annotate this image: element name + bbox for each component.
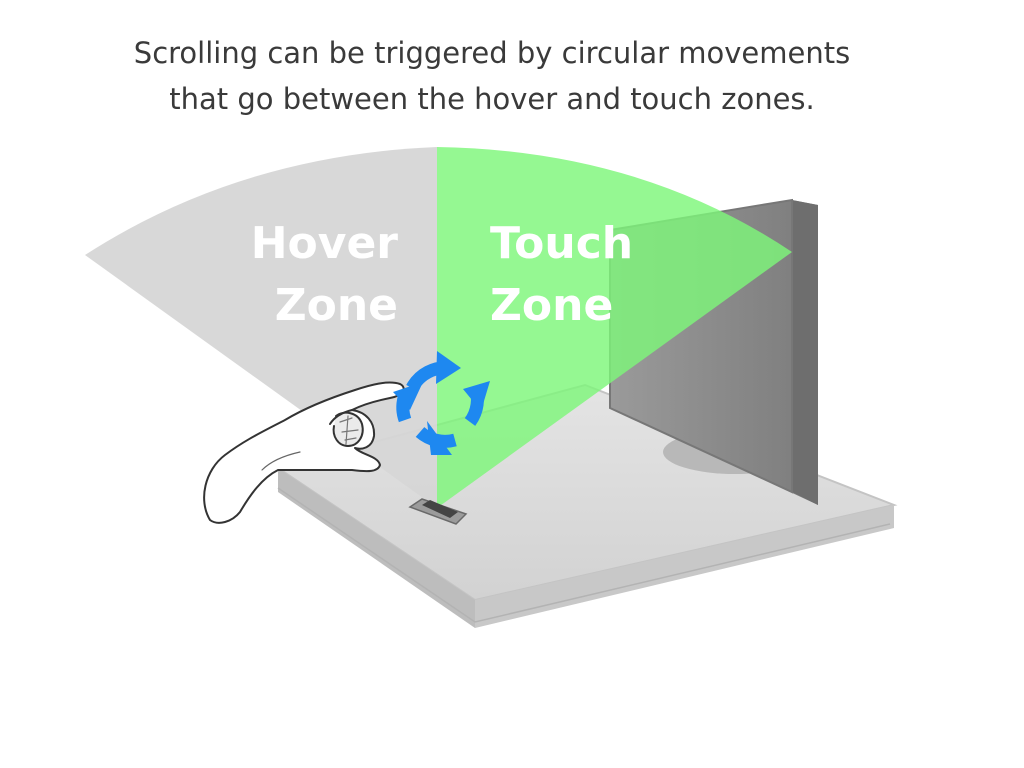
caption-line-1: Scrolling can be triggered by circular m… [133, 36, 851, 70]
hover-zone-label-line-2: Zone [275, 280, 398, 331]
hand-icon [203, 381, 405, 524]
sensor-device-icon [408, 498, 468, 525]
caption-line-2: that go between the hover and touch zone… [169, 82, 815, 116]
touch-zone-label-line-2: Zone [490, 280, 613, 331]
caption: Scrolling can be triggered by circular m… [62, 30, 922, 122]
circular-arrow-heads [393, 351, 490, 455]
touch-zone [437, 147, 792, 508]
hover-zone-label-line-1: Hover [251, 218, 399, 269]
touch-zone-label-line-1: Touch [490, 218, 633, 269]
